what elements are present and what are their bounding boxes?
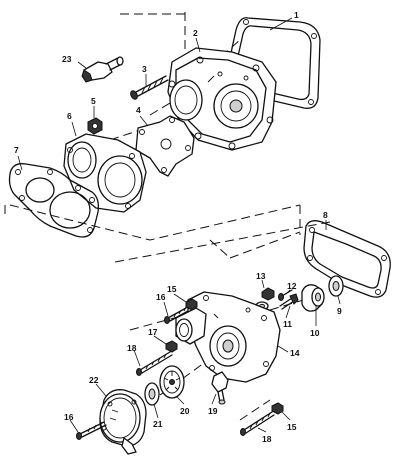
lower-housing-14 — [175, 291, 281, 383]
callout-15-lower: 15 — [287, 422, 297, 432]
callout-3: 3 — [142, 64, 147, 74]
bolt-18-lower — [240, 411, 275, 436]
callout-7: 7 — [14, 145, 19, 155]
screw-16-lower — [76, 421, 107, 440]
callout-13: 13 — [256, 271, 266, 281]
screw-3 — [130, 75, 169, 100]
callout-10: 10 — [310, 328, 320, 338]
screw-16-upper — [164, 306, 189, 324]
elbow-fitting-23 — [81, 56, 124, 83]
callout-15-upper: 15 — [167, 284, 177, 294]
leader-lines — [17, 17, 341, 433]
nut-5 — [87, 117, 103, 135]
callout-4: 4 — [136, 105, 141, 115]
callout-21: 21 — [153, 419, 163, 429]
screw-11 — [279, 293, 299, 310]
nut-15-lower — [271, 402, 284, 415]
callout-16-upper: 16 — [156, 292, 166, 302]
callout-12: 12 — [287, 281, 297, 291]
nut-17 — [165, 340, 178, 353]
callout-19: 19 — [208, 406, 218, 416]
impeller-20 — [159, 365, 185, 399]
washer-21 — [144, 382, 160, 406]
callout-6: 6 — [67, 111, 72, 121]
callout-20: 20 — [180, 406, 190, 416]
pump-body-2 — [167, 47, 277, 151]
callout-labels: 1 2 3 4 5 6 7 8 9 10 11 12 13 14 15 15 1… — [14, 10, 342, 444]
callout-1: 1 — [294, 10, 299, 20]
callout-8: 8 — [323, 210, 328, 220]
seal-10 — [301, 284, 325, 312]
callout-23: 23 — [62, 54, 72, 64]
gasket-7 — [8, 163, 100, 238]
fitting-19 — [211, 371, 229, 405]
callout-11: 11 — [283, 319, 292, 329]
end-cover-22 — [99, 389, 147, 455]
washer-9 — [328, 275, 344, 297]
callout-5: 5 — [91, 96, 96, 106]
callout-22: 22 — [89, 375, 99, 385]
nut-15-upper — [185, 298, 198, 311]
callout-16-lower: 16 — [64, 412, 74, 422]
assembly-guide-lines — [4, 12, 331, 421]
callout-18-upper: 18 — [127, 343, 137, 353]
cover-housing-6 — [63, 133, 147, 213]
callout-17: 17 — [148, 327, 158, 337]
callout-14: 14 — [290, 348, 300, 358]
callout-2: 2 — [193, 28, 198, 38]
gasket-8 — [303, 220, 391, 298]
callout-9: 9 — [337, 306, 342, 316]
plate-4 — [135, 115, 195, 177]
gasket-1 — [224, 17, 321, 109]
callout-18-lower: 18 — [262, 434, 272, 444]
bolt-18-upper — [136, 351, 173, 376]
